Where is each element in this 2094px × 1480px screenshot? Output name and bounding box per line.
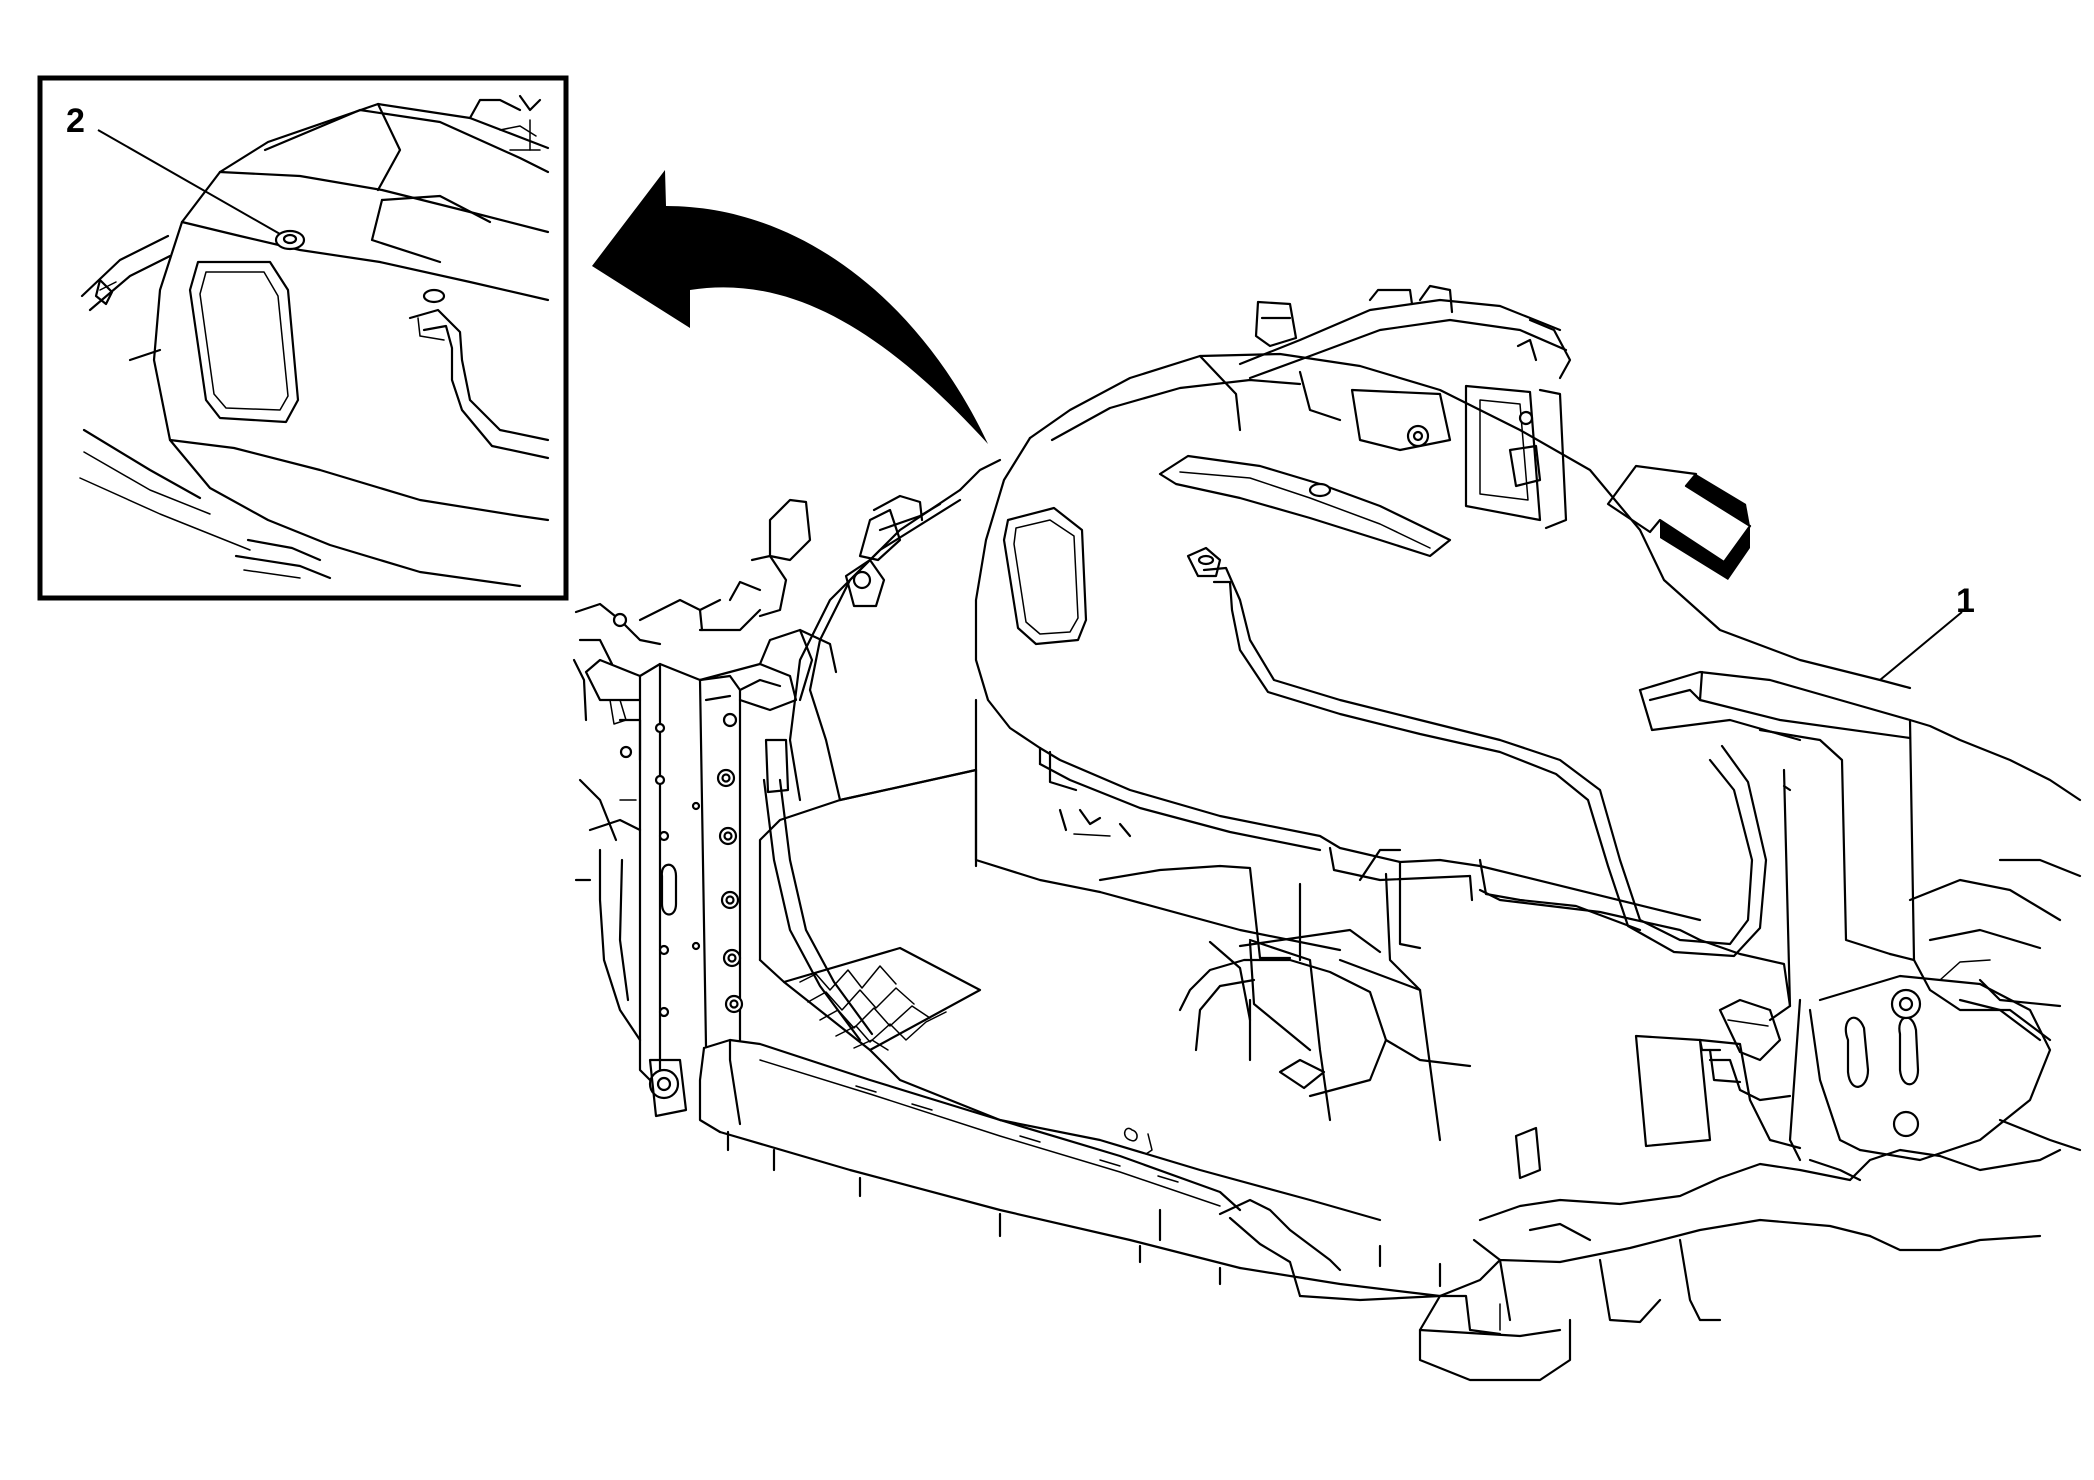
inset-panel-drawing (79, 94, 550, 588)
left-side-structure (572, 458, 1002, 1118)
leader-line-1 (1879, 611, 1963, 681)
interior-trim-panels (838, 768, 1422, 1062)
detail-inset-frame (37, 75, 569, 601)
callout-label-2: 2 (66, 102, 85, 140)
leader-line-2 (97, 129, 281, 235)
curved-arrow-icon (592, 170, 988, 444)
lower-inner-panel (1338, 958, 1802, 1150)
callout-label-1: 1 (1956, 582, 1975, 620)
lower-right-bracket (1698, 1038, 1742, 1084)
arrow-left-up-icon (1606, 464, 1752, 580)
detail-inset (37, 75, 569, 601)
trunk-floor-pan (698, 698, 1542, 1288)
rear-bracket-structure (1238, 284, 1572, 530)
rear-rail (1218, 1148, 2062, 1382)
right-side-structure (1788, 718, 2082, 1182)
close-out-panel (974, 352, 1916, 1022)
main-vehicle-drawing (572, 284, 2082, 1382)
